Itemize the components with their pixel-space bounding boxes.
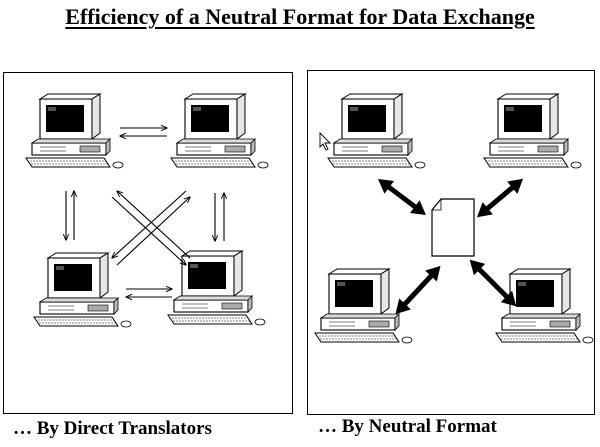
direct-translators-caption: … By Direct Translators (13, 418, 212, 439)
neutral-format-arrows (378, 178, 523, 315)
computer-icon-top-right (483, 93, 582, 169)
translator-arrows (66, 128, 224, 297)
computer-icon-top-left (25, 93, 124, 169)
neutral-format-caption: … By Neutral Format (318, 416, 497, 437)
computer-icon-bottom-left (33, 252, 132, 328)
computer-icon-top-right (170, 93, 269, 169)
page-title: Efficiency of a Neutral Format for Data … (65, 4, 535, 29)
computer-icon-top-left (327, 93, 426, 169)
document-icon (431, 198, 475, 257)
mouse-cursor-icon (319, 131, 332, 151)
computer-icon-bottom-right (495, 268, 594, 344)
